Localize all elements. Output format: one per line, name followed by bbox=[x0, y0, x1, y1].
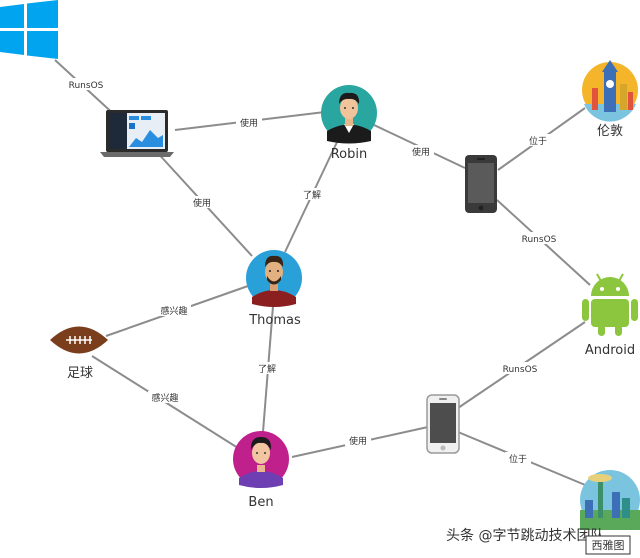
svg-text:使用: 使用 bbox=[240, 117, 258, 129]
svg-text:感兴趣: 感兴趣 bbox=[151, 392, 178, 404]
edge-label-windows-laptop: RunsOS bbox=[68, 78, 104, 91]
windows-logo-icon bbox=[0, 0, 58, 59]
edge-label-thomas-ben: 了解 bbox=[254, 362, 280, 375]
svg-text:RunsOS: RunsOS bbox=[69, 81, 104, 91]
edge-label-phone2-android: RunsOS bbox=[501, 362, 539, 375]
svg-text:RunsOS: RunsOS bbox=[522, 235, 557, 245]
laptop-icon bbox=[100, 110, 174, 157]
london-icon bbox=[582, 60, 638, 122]
android-icon bbox=[582, 273, 638, 336]
edge-label-robin-thomas: 了解 bbox=[299, 188, 325, 201]
ben-avatar bbox=[233, 431, 289, 488]
edge-label-phone2-seattle: 位于 bbox=[505, 452, 531, 465]
edge-label-laptop-robin: 使用 bbox=[236, 116, 262, 129]
phone-top-icon bbox=[465, 155, 497, 213]
svg-text:RunsOS: RunsOS bbox=[503, 365, 538, 375]
svg-text:位于: 位于 bbox=[529, 135, 547, 147]
thomas-label: Thomas bbox=[248, 313, 301, 328]
svg-text:位于: 位于 bbox=[509, 453, 527, 465]
edge-label-laptop-thomas: 使用 bbox=[189, 196, 215, 209]
seattle-icon bbox=[580, 470, 640, 530]
robin-label: Robin bbox=[331, 147, 368, 162]
football-icon bbox=[50, 326, 108, 354]
svg-text:感兴趣: 感兴趣 bbox=[160, 305, 187, 317]
corner-label-box bbox=[585, 535, 631, 555]
football-label: 足球 bbox=[67, 366, 93, 381]
edge-label-thomas-football: 感兴趣 bbox=[157, 304, 191, 317]
robin-avatar bbox=[321, 85, 377, 144]
svg-text:了解: 了解 bbox=[258, 363, 276, 375]
edge-label-football-ben: 感兴趣 bbox=[148, 391, 182, 404]
watermark-text: 头条 @字节跳动技术团队 bbox=[446, 527, 604, 544]
svg-text:使用: 使用 bbox=[412, 146, 430, 158]
edge-label-ben-phone2: 使用 bbox=[345, 434, 371, 447]
london-label: 伦敦 bbox=[597, 123, 623, 139]
svg-text:使用: 使用 bbox=[193, 197, 211, 209]
edge-label-phone-android: RunsOS bbox=[520, 232, 558, 245]
phone-bottom-icon bbox=[426, 394, 460, 454]
svg-text:了解: 了解 bbox=[303, 189, 321, 201]
ben-label: Ben bbox=[248, 495, 273, 510]
thomas-avatar bbox=[246, 250, 302, 307]
corner-label-text: 西雅图 bbox=[592, 538, 625, 552]
edge-label-robin-phone: 使用 bbox=[408, 145, 434, 158]
android-label: Android bbox=[585, 343, 635, 358]
edge-label-phone-london: 位于 bbox=[525, 134, 551, 147]
svg-text:使用: 使用 bbox=[349, 435, 367, 447]
